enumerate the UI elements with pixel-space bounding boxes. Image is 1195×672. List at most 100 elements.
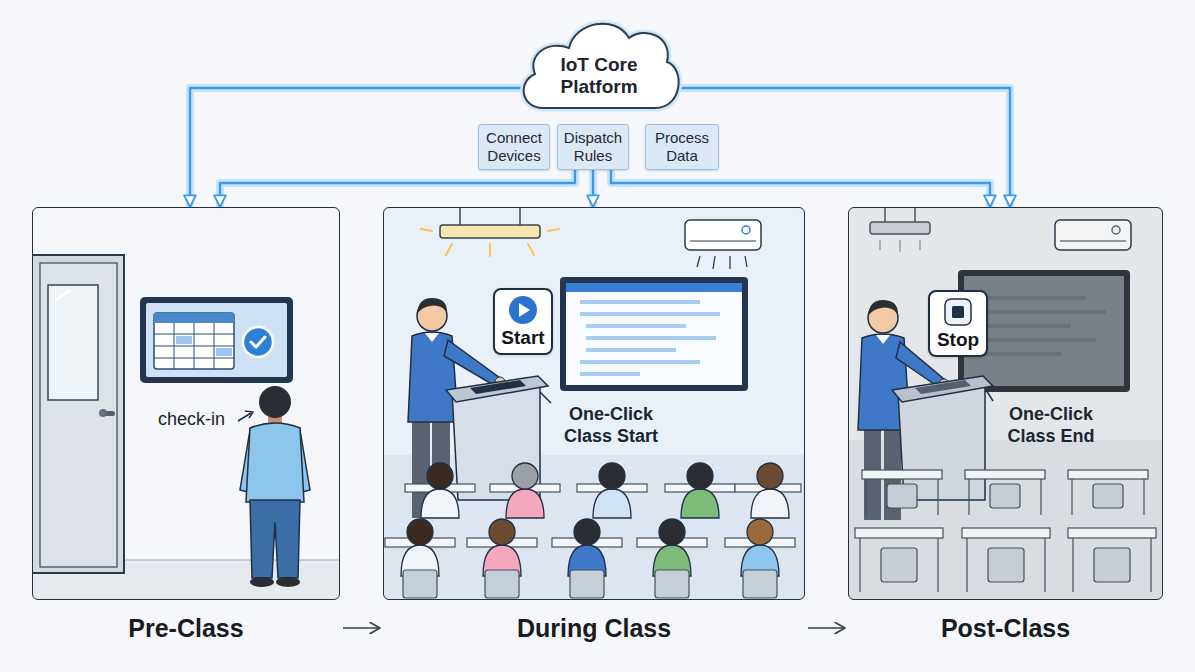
- pre-class-scene: [174, 323, 175, 369]
- during-class-scene: [751, 489, 789, 518]
- pre-class-scene: [32, 207, 340, 600]
- play-icon: [508, 295, 538, 325]
- during-class-scene: [659, 519, 685, 545]
- pre-class-scene: [154, 313, 234, 369]
- during-class-scene: [681, 489, 719, 518]
- during-class-scene: [421, 489, 459, 518]
- during-class-scene: [685, 220, 761, 250]
- post-class-scene: [876, 335, 890, 344]
- pre-class-scene: [251, 337, 265, 347]
- post-class-scene: [880, 240, 920, 252]
- post-class-scene: [914, 207, 916, 222]
- data-link: [220, 170, 575, 207]
- during-class-scene: [687, 463, 713, 489]
- post-class-scene: [868, 300, 898, 316]
- post-class-scene: [1072, 538, 1073, 592]
- post-class-scene: [862, 470, 1148, 479]
- post-class-scene: [887, 484, 917, 508]
- during-class-scene: [580, 300, 700, 304]
- during-class-scene: [446, 244, 452, 255]
- panel-frame: [848, 207, 1163, 600]
- post-class-scene: [855, 528, 1156, 538]
- during-class-scene: [580, 300, 720, 376]
- pre-class-scene: [259, 386, 291, 418]
- data-link: [190, 88, 523, 207]
- panel-frame: [383, 207, 805, 600]
- during-class-scene: [421, 229, 432, 231]
- post-class-scene: [1060, 241, 1126, 242]
- during-class-scene: [745, 256, 747, 267]
- post-class-scene: [976, 338, 1096, 342]
- during-class-scene: [383, 455, 805, 600]
- post-class-scene: [976, 296, 1106, 356]
- post-class-scene: [937, 479, 938, 515]
- post-class-scene: [879, 240, 880, 250]
- pre-class-scene: [99, 409, 107, 417]
- post-class-scene: [860, 538, 1151, 592]
- start-button: Start: [493, 288, 553, 355]
- link-line: [220, 170, 575, 207]
- post-class-scene: [919, 240, 920, 250]
- pre-class-scene: [124, 559, 340, 561]
- callout-label: One-Click Class End: [995, 403, 1107, 447]
- during-class-scene: [403, 570, 437, 598]
- function-box: Connect Devices: [478, 124, 550, 170]
- cloud-shape: [524, 24, 679, 108]
- during-class-scene: [586, 336, 716, 340]
- during-class-scene: [580, 372, 640, 376]
- pre-class-scene: [154, 313, 234, 323]
- post-class-scene: [986, 390, 993, 401]
- platform-title: IoT Core Platform: [532, 54, 666, 98]
- during-class-scene: [421, 463, 789, 518]
- function-label: Connect Devices: [482, 129, 546, 165]
- button-label: Start: [498, 327, 548, 349]
- stage-heading: Pre-Class: [32, 613, 340, 643]
- during-class-scene: [485, 570, 519, 598]
- post-class-scene: [881, 548, 1130, 582]
- function-label: Dispatch Rules: [561, 129, 625, 165]
- during-class-scene: [403, 570, 777, 598]
- during-class-scene: [747, 519, 773, 545]
- pre-class-scene: [245, 411, 253, 418]
- during-class-scene: [446, 376, 548, 402]
- flow-arrow: [808, 628, 845, 629]
- during-class-scene: [580, 312, 720, 316]
- pre-class-scene: [250, 500, 300, 578]
- during-class-scene: [440, 225, 540, 238]
- post-class-scene: [937, 538, 938, 592]
- cloud-shape: [524, 24, 679, 108]
- pre-class-scene: [214, 323, 215, 369]
- during-class-scene: [512, 463, 538, 489]
- link-glow: [190, 88, 523, 207]
- post-class-scene: [1044, 538, 1045, 592]
- during-class-scene: [655, 570, 689, 598]
- post-class-scene: [899, 240, 900, 252]
- button-label: Stop: [933, 329, 983, 351]
- post-class-scene: [965, 470, 1045, 479]
- post-class-scene: [976, 352, 1061, 356]
- flow-arrow: [343, 628, 380, 629]
- link-line: [592, 170, 594, 207]
- pre-class-scene: [40, 263, 117, 567]
- data-link: [611, 170, 990, 207]
- during-class-scene: [690, 241, 756, 242]
- function-label: Process Data: [649, 129, 715, 165]
- during-class-scene: [757, 463, 783, 489]
- pre-class-scene: [276, 577, 300, 587]
- post-class-scene: [855, 528, 943, 538]
- post-class-scene: [881, 548, 917, 582]
- during-class-scene: [506, 489, 544, 518]
- panel-frame: [32, 207, 340, 600]
- stage-heading: Post-Class: [848, 613, 1163, 643]
- post-class-scene: [1093, 484, 1123, 508]
- during-class-scene: [421, 229, 559, 256]
- post-class-scene: [976, 324, 1071, 328]
- during-class-scene: [548, 229, 559, 231]
- post-class-scene: [966, 538, 967, 592]
- pre-class-scene: [243, 327, 273, 357]
- pre-class-scene: [194, 323, 195, 369]
- stop-icon: [943, 297, 973, 327]
- link-line: [611, 170, 990, 207]
- pre-class-scene: [48, 285, 98, 400]
